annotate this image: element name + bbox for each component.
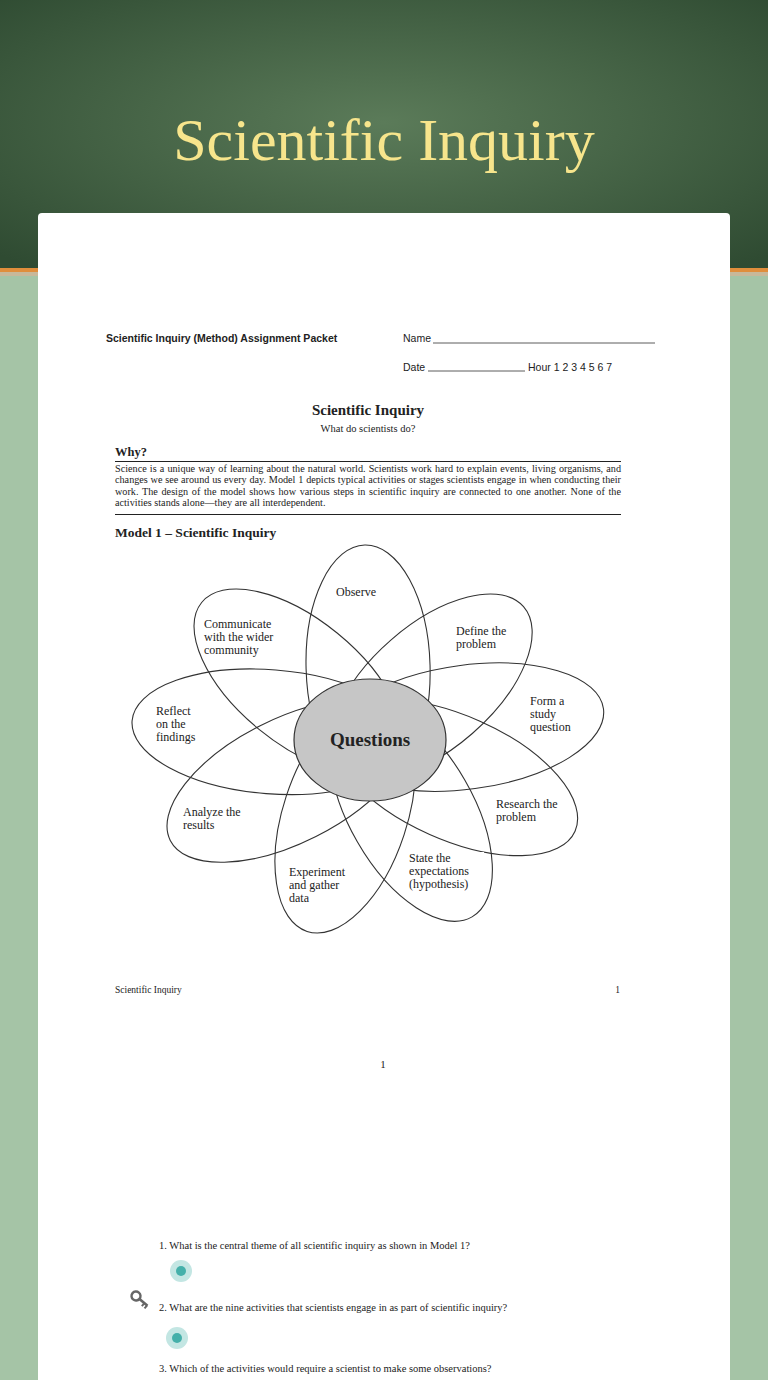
- activity-label: Experiment and gather data: [288, 866, 356, 905]
- rule-line: [115, 514, 621, 515]
- key-icon: [130, 1290, 151, 1309]
- circle-shape: [294, 679, 446, 801]
- rule-line: [115, 461, 621, 462]
- field-label: Name: [403, 332, 431, 344]
- question-text: 3. Which of the activities would require…: [159, 1363, 492, 1375]
- activity-label: Reflect on the findings: [155, 705, 205, 744]
- answer-dot: [170, 1260, 192, 1282]
- central-circle: Questions: [293, 678, 447, 802]
- name-blank: [433, 343, 655, 344]
- content-card: [38, 213, 730, 1380]
- page-title: Scientific Inquiry: [173, 106, 595, 175]
- page-footer: Scientific Inquiry: [115, 985, 182, 996]
- activity-label: Define the problem: [455, 625, 519, 651]
- page-number: 1: [380, 1058, 386, 1071]
- question-text: 1. What is the central theme of all scie…: [159, 1240, 470, 1252]
- activity-label: Research the problem: [495, 798, 565, 824]
- activity-label: Form a study question: [529, 695, 583, 734]
- body-paragraph: Science is a unique way of learning abou…: [115, 463, 621, 508]
- model-heading: Model 1 – Scientific Inquiry: [115, 525, 276, 541]
- question-text: 2. What are the nine activities that sci…: [159, 1302, 507, 1314]
- answer-dot: [166, 1327, 188, 1349]
- field-label: Date: [403, 361, 425, 373]
- activity-label: Analyze the results: [182, 806, 244, 832]
- section-subtitle: What do scientists do?: [321, 423, 416, 435]
- activity-label: Observe: [335, 586, 397, 599]
- activity-label: Communicate with the wider community: [203, 618, 287, 657]
- field-label: Hour 1 2 3 4 5 6 7: [528, 361, 612, 373]
- section-heading: Scientific Inquiry: [312, 402, 424, 419]
- packet-title: Scientific Inquiry (Method) Assignment P…: [106, 332, 337, 344]
- date-blank: [428, 371, 525, 372]
- answer-dot-core: [176, 1266, 186, 1276]
- answer-dot-core: [172, 1333, 182, 1343]
- central-label: Questions: [329, 729, 411, 751]
- activity-label: State the expectations (hypothesis): [408, 852, 484, 891]
- page-footer-number: 1: [615, 985, 620, 996]
- sub-heading: Why?: [115, 445, 147, 459]
